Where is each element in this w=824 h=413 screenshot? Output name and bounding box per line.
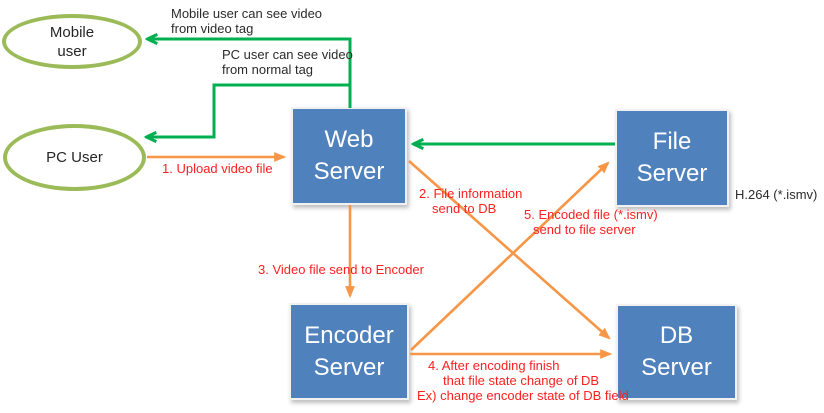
- step-label-line: 3. Video file send to Encoder: [258, 262, 424, 277]
- note-codec-format: H.264 (*.ismv): [735, 187, 817, 202]
- node-encoder-server-label: Encoder Server: [304, 321, 394, 381]
- step-label-line: 4. After encoding finish: [428, 358, 560, 373]
- step5-label: 5. Encoded file (*.ismv) send to file se…: [524, 207, 658, 237]
- node-db-server-label: DB Server: [641, 322, 712, 381]
- actor-mobile-user: Mobile user: [2, 14, 142, 69]
- node-web-server-label: Web Server: [313, 126, 385, 185]
- node-file-server: File Server: [615, 109, 729, 207]
- actor-mobile-user-label: Mobile user: [49, 23, 95, 60]
- step-label-line: 2. File information: [419, 186, 523, 201]
- step-label-line: Ex) change encoder state of DB field: [417, 388, 629, 403]
- node-db-server: DB Server: [616, 304, 737, 400]
- node-encoder-server: Encoder Server: [289, 303, 409, 400]
- step4-label: 4. After encoding finish that file state…: [417, 358, 629, 403]
- note-mobile-view: Mobile user can see video from video tag: [171, 6, 322, 36]
- node-file-server-label: File Server: [636, 128, 708, 187]
- node-web-server: Web Server: [291, 107, 407, 205]
- actor-pc-user: PC User: [3, 124, 146, 191]
- step-label-line: 5. Encoded file (*.ismv): [524, 207, 658, 222]
- note-line: from normal tag: [222, 62, 314, 77]
- note-pc-view: PC user can see video from normal tag: [222, 47, 353, 77]
- step-label-line: send to file server: [533, 222, 636, 237]
- step-label-line: send to DB: [432, 201, 497, 216]
- step-label-line: 1. Upload video file: [162, 161, 273, 176]
- step2-label: 2. File information send to DB: [419, 186, 522, 216]
- note-line: Mobile user can see video: [171, 6, 323, 21]
- step1-label: 1. Upload video file: [162, 161, 273, 176]
- note-line: from video tag: [171, 21, 254, 36]
- note-line: H.264 (*.ismv): [735, 187, 818, 202]
- note-line: PC user can see video: [222, 47, 353, 62]
- step-label-line: that file state change of DB: [443, 373, 600, 388]
- step3-label: 3. Video file send to Encoder: [258, 262, 424, 277]
- actor-pc-user-label: PC User: [46, 149, 103, 166]
